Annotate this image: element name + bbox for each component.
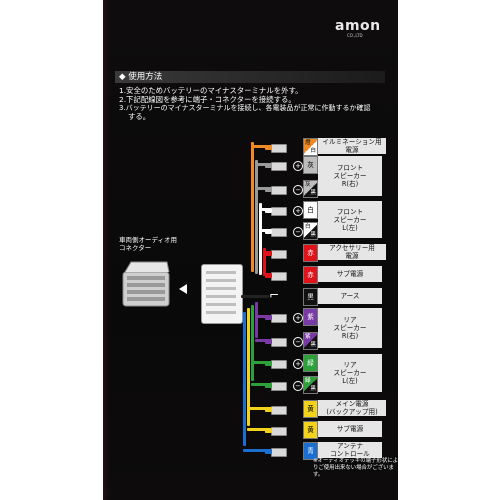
wire-label-4: フロント スピーカー L(左) xyxy=(318,201,382,238)
vehicle-connector-label-line1: 車両側オーディオ用 xyxy=(119,236,178,244)
color-chip-11: 緑 xyxy=(303,354,318,372)
wire-segment-12 xyxy=(251,383,269,386)
howto-step-3b: する。 xyxy=(128,112,151,121)
panel-edge-glow xyxy=(103,0,109,500)
brand-logo: amon xyxy=(335,18,381,34)
terminal-9 xyxy=(265,313,291,323)
color-chip-15: 青 xyxy=(303,442,318,460)
trunk-blue xyxy=(243,312,246,446)
harness-connector xyxy=(201,264,243,324)
howto-header-bar: ◆ 使用方法 xyxy=(115,71,385,83)
terminal-12 xyxy=(265,381,291,391)
wire-segment-4 xyxy=(259,208,269,211)
color-chip-12: 緑黒 xyxy=(303,376,318,394)
terminal-3 xyxy=(265,185,291,195)
trunk-purple xyxy=(255,302,258,338)
color-chip-2: 灰 xyxy=(303,156,318,174)
wire-segment-14 xyxy=(247,428,269,431)
brand-logo-sub: CO.,LTD xyxy=(347,33,363,38)
wire-segment-13 xyxy=(247,407,269,410)
terminal-5 xyxy=(265,227,291,237)
trunk-white xyxy=(259,203,262,275)
wire-segment-8 xyxy=(241,295,269,298)
terminal-1 xyxy=(265,143,291,153)
polarity-5: − xyxy=(293,226,303,237)
color-chip-5: 白黒 xyxy=(303,222,318,240)
vehicle-connector-label: 車両側オーディオ用 コネクター xyxy=(119,236,199,252)
trunk-yellow xyxy=(247,308,250,426)
terminal-14 xyxy=(265,426,291,436)
wire-segment-15 xyxy=(243,449,269,452)
howto-step-1: 1.安全のためバッテリーのマイナスターミナルを外す。 xyxy=(119,86,303,95)
polarity-4: + xyxy=(293,205,303,216)
vehicle-connector-label-line2: コネクター xyxy=(119,244,152,252)
wire-label-11: リア スピーカー L(左) xyxy=(318,354,382,392)
earth-terminal-icon: ⌐ xyxy=(269,288,280,302)
wire-segment-1 xyxy=(251,145,269,148)
polarity-12: − xyxy=(293,380,303,391)
wire-label-1: イルミネーション用 電源 xyxy=(318,138,386,154)
wire-label-15: アンテナ コントロール xyxy=(318,442,382,458)
polarity-10: − xyxy=(293,336,303,347)
color-chip-14: 黄 xyxy=(303,421,318,439)
wire-label-6: アクセサリー用 電源 xyxy=(318,244,386,260)
wire-segment-3 xyxy=(255,187,269,190)
color-chip-10: 紫黒 xyxy=(303,332,318,350)
terminal-13 xyxy=(265,405,291,415)
wire-segment-9 xyxy=(255,315,269,318)
color-chip-8: 黒 xyxy=(303,288,318,306)
polarity-2: + xyxy=(293,160,303,171)
trunk-red xyxy=(263,248,266,276)
terminal-4 xyxy=(265,206,291,216)
wire-label-8: アース xyxy=(318,288,382,304)
wire-segment-10 xyxy=(255,339,269,342)
howto-step-3: 3.バッテリーのマイナスターミナルを接続し、各電装品が正常に作動するか確認 xyxy=(119,104,371,112)
terminal-10 xyxy=(265,337,291,347)
connector-photo xyxy=(122,261,170,307)
wire-label-7: サブ電源 xyxy=(318,266,382,282)
arrow-left-icon xyxy=(179,284,187,294)
wire-label-9: リア スピーカー R(右) xyxy=(318,308,382,348)
trunk-gray xyxy=(255,160,258,274)
color-chip-4: 白 xyxy=(303,201,318,219)
terminal-6 xyxy=(265,249,291,259)
polarity-11: + xyxy=(293,358,303,369)
wire-label-13: メイン電源 (バックアップ用) xyxy=(318,400,386,416)
howto-step-2: 2.下記配線図を参考に端子・コネクターを接続する。 xyxy=(119,95,296,104)
terminal-15 xyxy=(265,447,291,457)
terminal-2 xyxy=(265,161,291,171)
wire-segment-11 xyxy=(251,361,269,364)
terminal-7 xyxy=(265,271,291,281)
trunk-green xyxy=(251,305,254,381)
color-chip-9: 紫 xyxy=(303,308,318,326)
wire-segment-5 xyxy=(259,229,269,232)
color-chip-7: 赤 xyxy=(303,266,318,284)
terminal-11 xyxy=(265,359,291,369)
howto-title: ◆ 使用方法 xyxy=(119,72,163,82)
color-chip-6: 赤 xyxy=(303,244,318,262)
wire-label-2: フロント スピーカー R(右) xyxy=(318,156,382,196)
color-chip-3: 灰黒 xyxy=(303,180,318,198)
footnote: ※オーディオデッキの端子形状によりご使用出来ない場合がございます。 xyxy=(313,458,398,478)
polarity-9: + xyxy=(293,312,303,323)
wire-segment-2 xyxy=(255,163,269,166)
color-chip-13: 黄 xyxy=(303,400,318,418)
polarity-3: − xyxy=(293,184,303,195)
color-chip-1: 燈白 xyxy=(303,138,318,156)
instruction-panel: amon CO.,LTD ◆ 使用方法 1.安全のためバッテリーのマイナスターミ… xyxy=(103,0,398,500)
trunk-orange xyxy=(251,142,254,272)
wire-label-14: サブ電源 xyxy=(318,421,382,437)
